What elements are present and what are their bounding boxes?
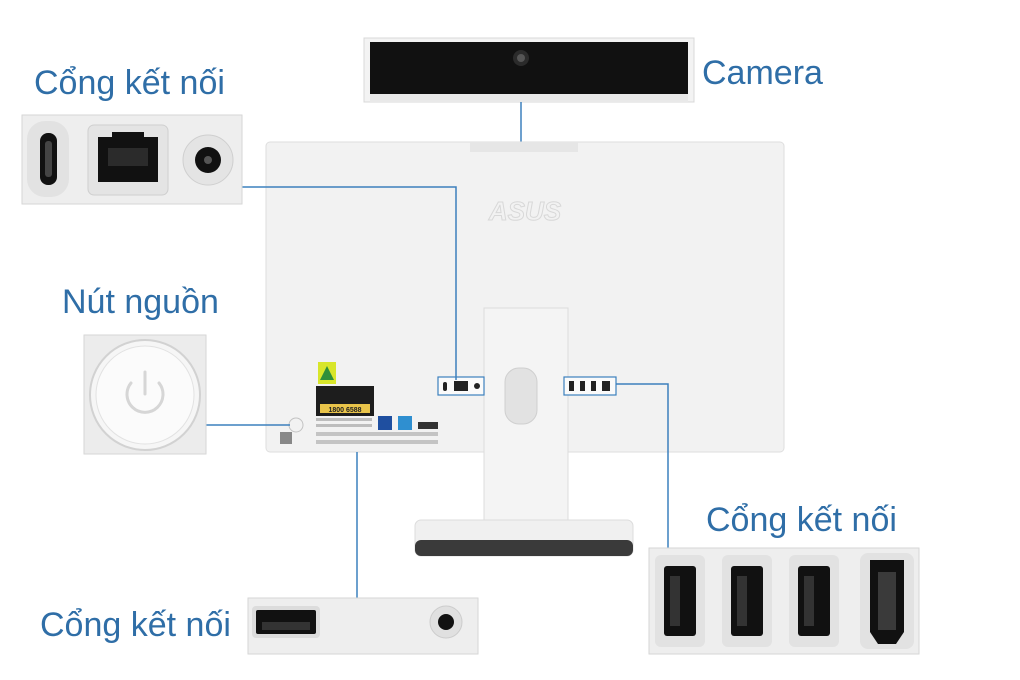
hdmi-port — [860, 553, 914, 649]
rear-ports-right — [563, 376, 617, 396]
leader-top-left-ports — [242, 186, 457, 380]
label-bottom-ports: Cổng kết nối — [40, 606, 231, 644]
label-camera: Camera — [702, 54, 823, 92]
monitor-back: ASUS — [265, 141, 785, 453]
rear-ports-left — [437, 376, 485, 396]
label-power-button: Nút nguồn — [62, 283, 219, 321]
asus-logo: ASUS — [488, 196, 562, 226]
usb-a-port-3 — [789, 555, 839, 647]
product-stickers: 1800 6588 — [280, 362, 438, 444]
sticker-hotline: 1800 6588 — [328, 407, 361, 414]
inset-top-left-ports — [21, 114, 243, 205]
label-right-ports: Cổng kết nối — [706, 501, 897, 539]
usb-a-port-1 — [655, 555, 705, 647]
leader-right-ports — [616, 383, 669, 548]
inset-bottom-ports — [247, 597, 479, 655]
inset-power-button — [83, 334, 207, 455]
label-top-left-ports: Cổng kết nối — [34, 64, 225, 102]
stand — [414, 307, 634, 557]
camera-module — [363, 37, 695, 103]
usb-a-port-2 — [722, 555, 772, 647]
inset-right-ports — [648, 547, 920, 655]
